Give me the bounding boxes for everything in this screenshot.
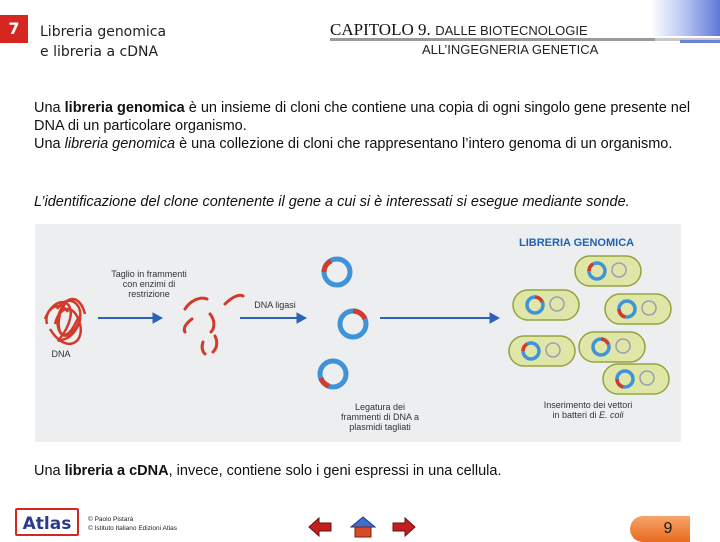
- section-title-line2: e libreria a cDNA: [40, 42, 166, 62]
- page-number-badge: 9: [630, 516, 690, 542]
- header-divider: [330, 38, 660, 41]
- header-decoration-bar: [680, 40, 720, 43]
- recombinant-plasmids-icon: [320, 259, 366, 387]
- dna-tangle-icon: [45, 299, 85, 344]
- copyright-notice: © Paolo Pistarà © Istituto Italiano Ediz…: [88, 515, 177, 533]
- label-species: E. coli: [599, 410, 624, 420]
- genomic-library-diagram: LIBRERIA GENOMICA Taglio in frammenti co…: [35, 224, 681, 442]
- home-icon[interactable]: [350, 515, 376, 539]
- arrow-left-icon[interactable]: [307, 515, 333, 539]
- label-dna-ligase: DNA ligasi: [245, 300, 305, 310]
- probe-sentence: L’identificazione del clone contenente i…: [34, 193, 694, 211]
- process-arrow-icon: [98, 313, 162, 323]
- label-vector-insertion: Inserimento dei vettori in batteri di E.…: [540, 400, 636, 420]
- label-restriction-cut: Taglio in frammenti con enzimi di restri…: [110, 269, 188, 299]
- header-decoration: [650, 0, 720, 36]
- chapter-number: CAPITOLO 9.: [330, 20, 431, 39]
- definition-sentence-2: Una libreria genomica è una collezione d…: [34, 135, 694, 153]
- section-title: Libreria genomica e libreria a cDNA: [40, 22, 166, 62]
- cdna-library-sentence: Una libreria a cDNA, invece, contiene so…: [34, 462, 694, 480]
- process-arrow-icon: [380, 313, 499, 323]
- publisher-logo: Atlas: [15, 508, 79, 536]
- definition-sentence-1: Una libreria genomica è un insieme di cl…: [34, 99, 694, 135]
- process-arrow-icon: [240, 313, 306, 323]
- chapter-title-line2: ALL’INGEGNERIA GENETICA: [422, 42, 598, 57]
- label-dna: DNA: [49, 349, 73, 359]
- section-title-line1: Libreria genomica: [40, 22, 166, 42]
- chapter-title-line1: CAPITOLO 9. DALLE BIOTECNOLOGIE: [330, 20, 588, 40]
- definition-paragraph: Una libreria genomica è un insieme di cl…: [34, 99, 694, 153]
- arrow-right-icon[interactable]: [391, 515, 417, 539]
- chapter-title-part1: DALLE BIOTECNOLOGIE: [435, 23, 587, 38]
- diagram-title: LIBRERIA GENOMICA: [519, 237, 634, 249]
- term-cdna-library: libreria a cDNA: [65, 463, 169, 479]
- term-genomic-library: libreria genomica: [65, 100, 185, 116]
- label-ligation: Legatura dei frammenti di DNA a plasmidi…: [335, 402, 425, 432]
- section-number-badge: 7: [0, 15, 28, 43]
- term-genomic-library-italic: libreria genomica: [65, 136, 175, 152]
- bacteria-colonies-icon: [509, 256, 671, 394]
- dna-fragments-icon: [184, 295, 243, 354]
